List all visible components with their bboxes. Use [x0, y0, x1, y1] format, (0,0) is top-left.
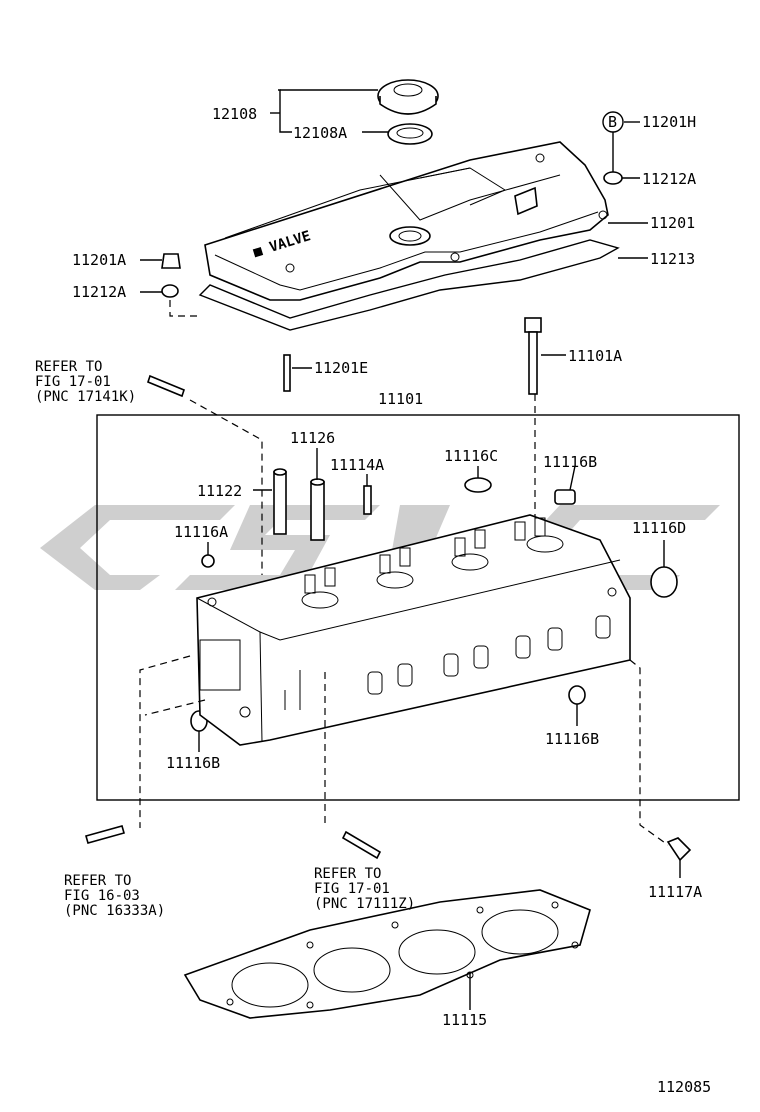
cap-gasket: [387, 123, 433, 145]
label-11212A-left: 11212A: [72, 283, 126, 301]
label-11126: 11126: [290, 429, 335, 447]
ref-left-line2: FIG 16-03: [64, 888, 140, 904]
valve-cover-gasket: [198, 239, 620, 331]
bolt-11117A: [666, 837, 692, 878]
head-gasket: [183, 889, 591, 1019]
label-11201E: 11201E: [314, 359, 368, 377]
label-11116B-right: 11116B: [545, 730, 599, 748]
label-11201A: 11201A: [72, 251, 126, 269]
label-12108A: 12108A: [293, 124, 347, 142]
stud-ref-mid: [341, 830, 382, 860]
grommet-11201A: [161, 253, 181, 269]
valve-cover: ■ VALVE: [204, 141, 609, 301]
b-marker-letter: B: [608, 113, 617, 131]
plug-11116A: [201, 554, 215, 568]
ref-top-line2: FIG 17-01: [35, 374, 111, 390]
ref-mid-line3: (PNC 17111Z): [314, 896, 415, 912]
label-11212A-top: 11212A: [642, 170, 696, 188]
valve-guide-11126: [310, 478, 325, 541]
bolt-11101A: [524, 317, 542, 395]
label-11201H: 11201H: [642, 113, 696, 131]
stud-leaders: [139, 655, 669, 846]
label-11117A: 11117A: [648, 883, 702, 901]
ref-top-line1: REFER TO: [35, 359, 102, 375]
diagram-id: 112085: [657, 1078, 711, 1096]
seal-washer-11212A-left: [161, 284, 179, 298]
label-11201: 11201: [650, 214, 695, 232]
label-11116D: 11116D: [632, 519, 686, 537]
label-11116B-top: 11116B: [543, 453, 597, 471]
stud-11201E: [283, 354, 291, 392]
label-11116B-left: 11116B: [166, 754, 220, 772]
plug-11116B-top: [554, 489, 576, 505]
oil-filler-cap: [377, 79, 439, 115]
cylinder-head-assembly-box: [96, 414, 740, 801]
ref-mid-line1: REFER TO: [314, 866, 381, 882]
b-marker: B: [602, 111, 624, 133]
label-11115: 11115: [442, 1011, 487, 1029]
callout-lines-top: [140, 89, 648, 369]
plug-11116C: [464, 477, 492, 493]
valve-guide-11122: [273, 468, 287, 535]
plug-11116D: [650, 566, 678, 598]
label-11101: 11101: [378, 390, 423, 408]
ref-left-line3: (PNC 16333A): [64, 903, 165, 919]
stud-ref-left: [85, 825, 125, 844]
callout-lines-box: [198, 448, 665, 752]
ref-top-line3: (PNC 17141K): [35, 389, 136, 405]
plug-11116B-right: [568, 685, 586, 705]
label-11116C: 11116C: [444, 447, 498, 465]
label-11116A: 11116A: [174, 523, 228, 541]
pin-11114A: [363, 485, 372, 515]
label-12108: 12108: [212, 105, 257, 123]
label-11122: 11122: [197, 482, 242, 500]
stud-ref-top: [147, 374, 263, 575]
ref-left-line1: REFER TO: [64, 873, 131, 889]
label-11213: 11213: [650, 250, 695, 268]
ref-mid-line2: FIG 17-01: [314, 881, 390, 897]
seal-washer-11212A-top: [603, 171, 623, 185]
label-11101A: 11101A: [568, 347, 622, 365]
label-11114A: 11114A: [330, 456, 384, 474]
